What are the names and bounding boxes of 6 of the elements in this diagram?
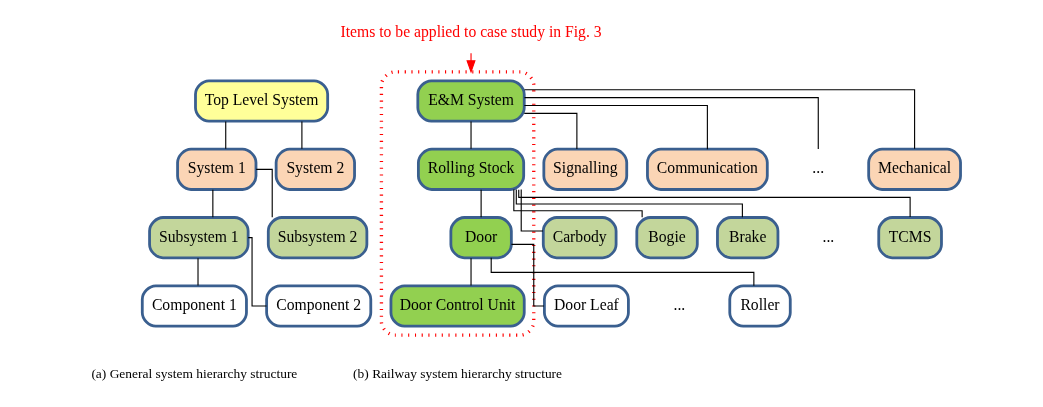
label: (b) Railway system hierarchy structure xyxy=(352,365,562,381)
label: (a) General system hierarchy structure xyxy=(90,365,297,381)
node-text: ... xyxy=(811,159,824,177)
label: ... xyxy=(672,296,685,314)
label: ... xyxy=(821,227,834,245)
node-text: Items to be applied to case study in Fig. 3 xyxy=(339,22,602,40)
